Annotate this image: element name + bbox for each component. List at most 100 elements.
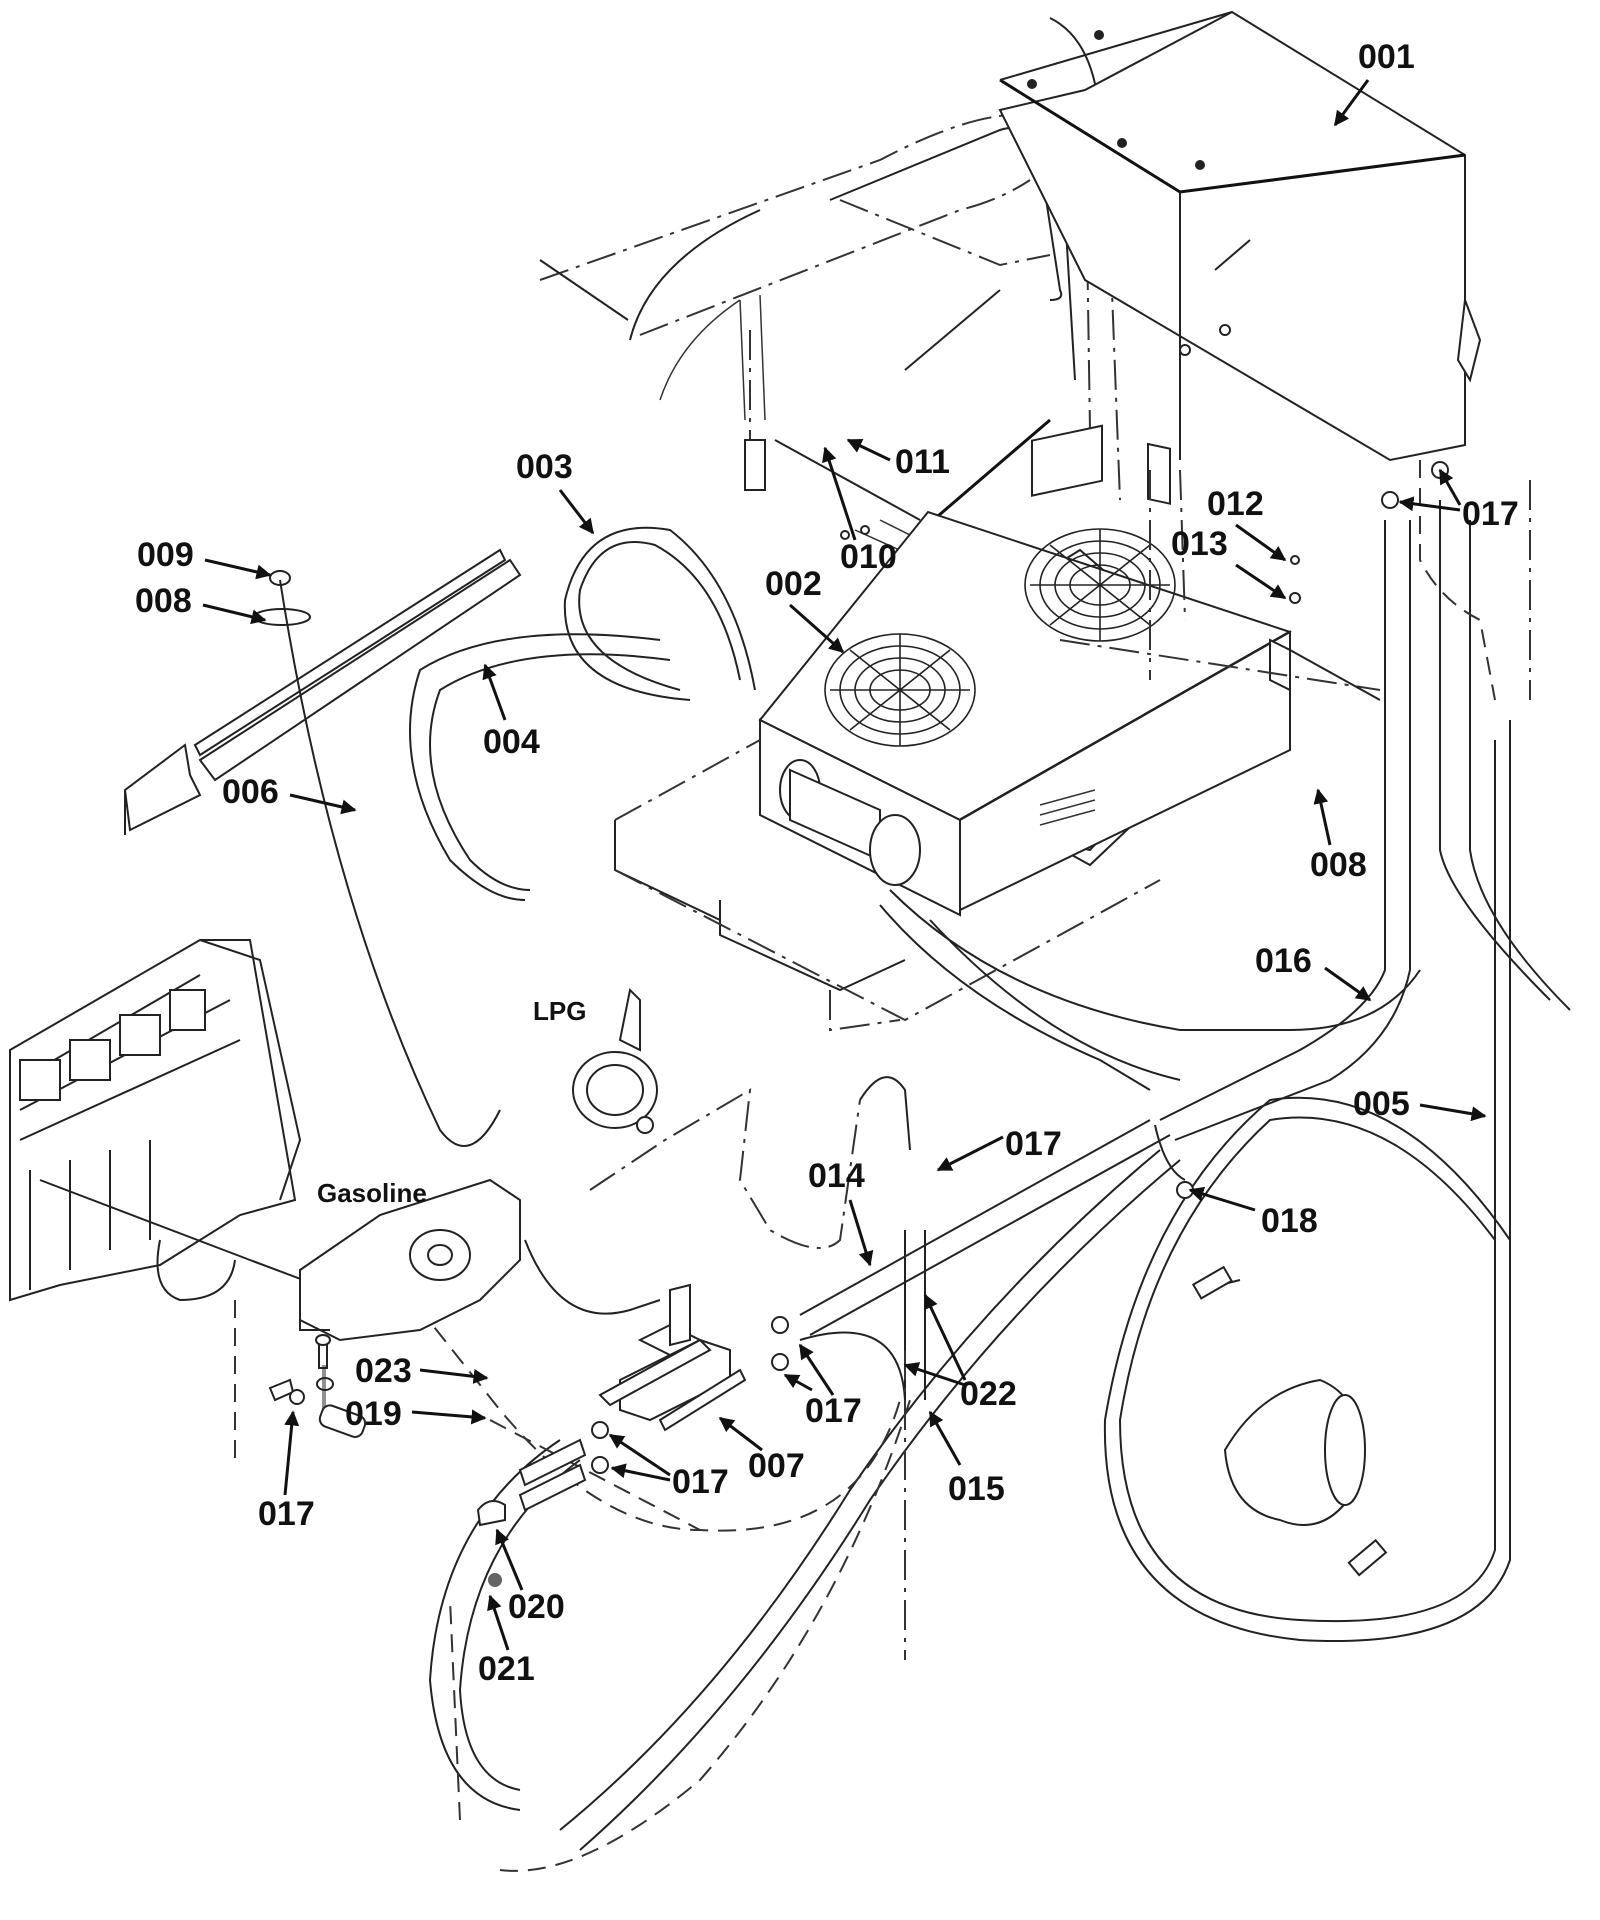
callout-005: 005 [1353,1085,1487,1123]
leader-arrow [789,603,845,654]
lpg-regulator [572,987,658,1134]
cable [279,579,501,1147]
leader-arrow [495,1528,524,1591]
leader-arrow [411,1409,487,1425]
callout-label: 003 [516,448,573,486]
callout-label: 016 [1255,942,1312,980]
cable-end [524,1239,661,1315]
leader-arrow [1188,1186,1256,1212]
leader-arrow [289,793,357,815]
gasoline-manifold [299,1178,521,1342]
leader-arrow [558,489,595,535]
callout-label: 005 [1353,1085,1410,1123]
leader-arrow [936,1135,1004,1172]
leader-arrow [1419,1103,1487,1122]
callout-014: 014 [808,1157,874,1267]
callout-label: 017 [805,1392,862,1430]
callout-004: 004 [482,663,540,761]
mounting-platform [614,639,1381,1032]
callout-label: 020 [508,1588,565,1626]
callout-label: 010 [840,538,897,576]
callout-label: 015 [948,1470,1005,1508]
condenser-fan-left [824,633,976,747]
callout-label: 012 [1207,485,1264,523]
callout-017-evaporator: 017 [1398,468,1519,533]
leader-arrow [204,558,272,580]
leader-arrow [903,1362,966,1387]
leader-arrow [487,1594,510,1651]
callout-label: 009 [137,536,194,574]
callout-label: 021 [478,1650,535,1688]
leader-arrow [1324,966,1372,1002]
leader-arrow [1313,788,1332,846]
callout-017-block-bottom: 017 [608,1433,729,1501]
leader-arrow [419,1368,489,1384]
leader-arrow [1398,496,1461,512]
housing-spring [1214,239,1251,271]
washer [253,608,311,626]
evaporator-housing [998,10,1482,505]
leader-arrow [482,663,507,721]
housing-vent [1147,442,1171,505]
leader-arrow [1235,563,1287,600]
callout-013: 013 [1171,525,1287,600]
leader-arrow [1333,79,1370,127]
callout-001: 001 [1333,38,1415,127]
condenser-unit [758,424,1292,917]
callout-label: 011 [895,443,950,481]
callout-label: 001 [1358,38,1415,76]
leader-arrow [608,1433,671,1477]
callout-020: 020 [495,1528,565,1626]
hoses [409,500,1571,1851]
callout-010: 010 [822,446,897,576]
callout-label: 022 [960,1375,1017,1413]
callout-023: 023 [355,1352,489,1390]
annotation-lpg: LPG [533,996,586,1026]
callout-008-decal: 008 [1310,788,1367,884]
callout-label: 017 [258,1495,315,1533]
p-clamp [476,1500,506,1527]
leader-arrow [822,446,857,541]
callout-006: 006 [222,773,357,815]
callout-label: 008 [1310,846,1367,884]
callout-label: 006 [222,773,279,811]
callout-018: 018 [1188,1186,1318,1240]
callout-label: 008 [135,582,192,620]
callout-003: 003 [516,448,595,535]
callout-008-washer: 008 [135,582,267,625]
small-hardware [268,461,1449,1587]
callout-label: 019 [345,1395,402,1433]
frame-bracket [744,439,766,491]
leader-arrow [283,1410,300,1496]
callout-017-engine: 017 [258,1410,315,1533]
fitting-block [476,1283,789,1527]
label-decal [1031,424,1103,497]
callout-label: 017 [1005,1125,1062,1163]
callout-label: 014 [808,1157,865,1195]
callout-label: 017 [1462,495,1519,533]
leader-arrow [1438,468,1462,506]
callout-017-block-top: 017 [783,1343,862,1430]
engine [9,939,331,1302]
callout-007: 007 [718,1416,805,1485]
leader-arrow [202,603,267,625]
leader-arrow [610,1463,671,1482]
leader-arrow [783,1373,813,1392]
callout-011: 011 [846,438,950,481]
callout-label: 018 [1261,1202,1318,1240]
receiver-drier [779,759,921,886]
leader-arrow [846,438,891,462]
callout-label: 023 [355,1352,412,1390]
callout-022: 022 [903,1293,1017,1413]
callout-label: 002 [765,565,822,603]
leader-arrow [923,1293,967,1381]
callout-002: 002 [765,565,845,654]
callout-019: 019 [345,1395,487,1433]
condenser-fan-right [1024,528,1176,642]
leader-arrow [718,1416,763,1452]
callout-021: 021 [478,1594,535,1688]
callout-016: 016 [1255,942,1372,1002]
callout-015: 015 [928,1410,1005,1508]
callout-label: 004 [483,723,540,761]
